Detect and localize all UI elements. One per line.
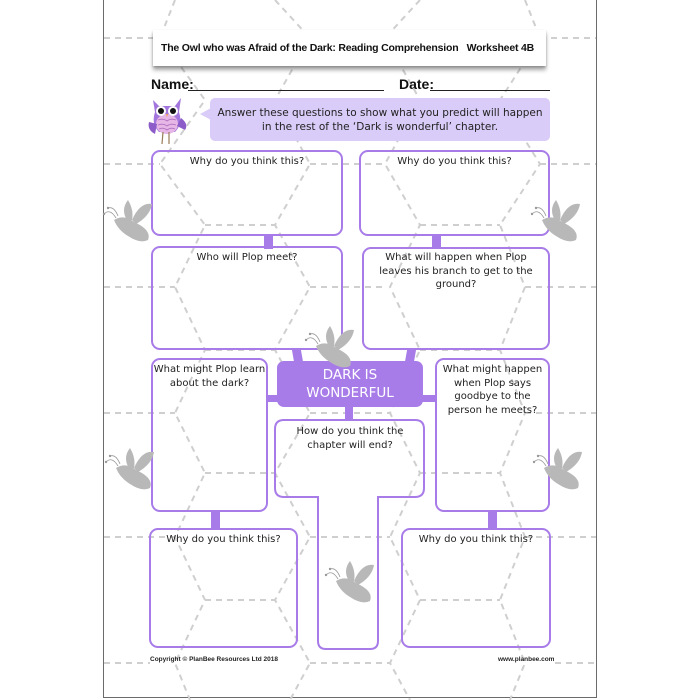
topic-label-line1: DARK IS xyxy=(322,367,378,383)
answer-box-top-right[interactable] xyxy=(359,150,550,236)
answer-box-bottom-left[interactable] xyxy=(149,528,298,648)
topic-label-dark-is-wonderful: DARK IS WONDERFUL xyxy=(277,361,423,407)
question-leaves-branch: What will happen when Plop leaves his br… xyxy=(379,252,533,290)
question-top-right: Why do you think this? xyxy=(397,156,512,167)
question-top-left: Why do you think this? xyxy=(189,156,305,167)
worksheet-number: Worksheet 4B xyxy=(466,42,535,54)
answer-box-learn-dark[interactable] xyxy=(151,358,268,512)
connector xyxy=(432,235,441,249)
connector xyxy=(420,395,436,402)
connector xyxy=(264,235,273,249)
question-chapter-end: How do you think the chapter will end? xyxy=(296,426,404,451)
website-link[interactable]: www.planbee.com xyxy=(498,656,555,663)
owl-mascot-icon xyxy=(148,98,187,145)
answer-box-top-left[interactable] xyxy=(151,150,343,236)
connector xyxy=(211,510,220,529)
worksheet-header: The Owl who was Afraid of the Dark: Read… xyxy=(153,30,546,66)
question-bottom-right: Why do you think this? xyxy=(418,534,534,545)
instructions-bubble: Answer these questions to show what you … xyxy=(210,98,550,141)
answer-box-plop-meet[interactable] xyxy=(151,246,343,350)
answer-box-leaves-branch[interactable] xyxy=(362,247,550,350)
question-learn-dark: What might Plop learn about the dark? xyxy=(153,364,266,389)
topic-label-line2: WONDERFUL xyxy=(306,385,394,401)
name-field[interactable] xyxy=(188,90,384,91)
connector xyxy=(268,395,280,402)
question-says-goodbye: What might happen when Plop says goodbye… xyxy=(442,364,543,416)
question-plop-meet: Who will Plop meet? xyxy=(196,252,298,263)
answer-box-bottom-right[interactable] xyxy=(401,528,551,648)
copyright-text: Copyright © PlanBee Resources Ltd 2018 xyxy=(150,656,278,663)
question-bottom-left: Why do you think this? xyxy=(166,534,281,545)
connector xyxy=(345,405,353,421)
worksheet-title: The Owl who was Afraid of the Dark: Read… xyxy=(161,42,459,54)
answer-box-chapter-end[interactable] xyxy=(274,419,426,651)
answer-box-says-goodbye[interactable] xyxy=(435,358,550,512)
name-label: Name: xyxy=(151,76,194,92)
date-label: Date: xyxy=(399,76,435,92)
speech-bubble-tail xyxy=(200,108,211,120)
date-field[interactable] xyxy=(430,90,550,91)
connector xyxy=(488,510,497,529)
